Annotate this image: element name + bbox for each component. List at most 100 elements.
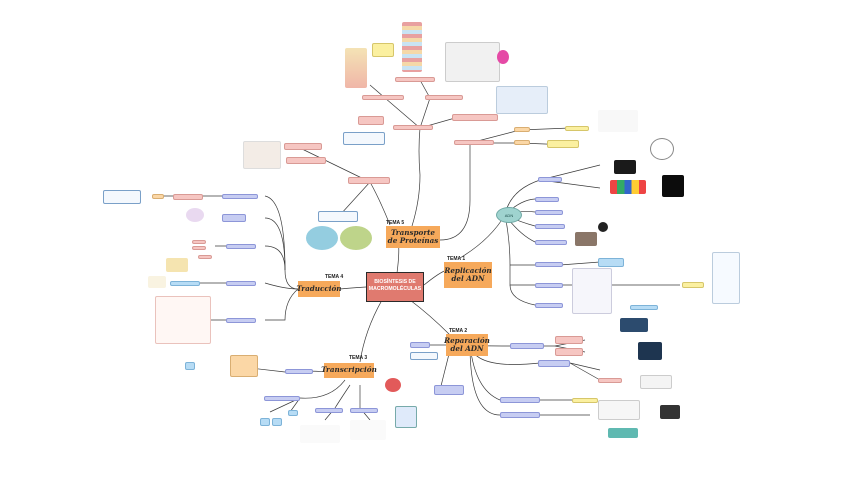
subnode[interactable] — [222, 214, 246, 222]
tema3-tag: TEMA 3 — [349, 355, 368, 361]
subnode[interactable] — [192, 240, 206, 244]
subnode[interactable] — [226, 281, 256, 286]
illustration-black-small — [660, 405, 680, 419]
subnode[interactable] — [230, 355, 258, 377]
subnode[interactable] — [555, 348, 583, 356]
illustration-er — [243, 141, 281, 169]
illustration-circle-top — [650, 138, 674, 160]
subnode[interactable] — [514, 140, 530, 145]
adn-bubble-label: ADN — [504, 212, 514, 218]
topic-traduccion[interactable]: Traducción — [296, 281, 342, 297]
subnode[interactable] — [538, 177, 562, 182]
subnode[interactable] — [572, 398, 598, 403]
subnode[interactable] — [410, 342, 430, 348]
subnode[interactable] — [260, 418, 270, 426]
subnode[interactable] — [343, 132, 385, 145]
adn-bubble[interactable]: ADN — [496, 207, 522, 223]
illustration-photo — [575, 232, 597, 246]
subnode[interactable] — [565, 126, 589, 131]
illustration-blue-card — [395, 406, 417, 428]
illustration-cell-2 — [340, 226, 372, 250]
subnode[interactable] — [535, 303, 563, 308]
subnode[interactable] — [535, 210, 563, 215]
subnode[interactable] — [395, 77, 435, 82]
illustration-dna-strand — [610, 180, 646, 194]
subnode[interactable] — [514, 127, 530, 132]
illustration-rna-pol — [385, 378, 401, 392]
subnode[interactable] — [510, 343, 544, 349]
subnode[interactable] — [285, 369, 313, 374]
subnode[interactable] — [192, 246, 206, 250]
illustration-pink-dot — [497, 50, 509, 64]
illustration-teal-bars — [608, 428, 638, 438]
subnode[interactable] — [500, 412, 540, 418]
central-topic[interactable]: BIOSÍNTESIS DE MACROMOLÉCULAS — [366, 272, 424, 302]
subnode[interactable] — [173, 194, 203, 200]
illustration-top-cluster — [598, 110, 638, 132]
subnode[interactable] — [315, 408, 343, 413]
topic-transporte-proteinas[interactable]: Transporte de Proteínas — [386, 226, 440, 248]
tema5-tag: TEMA 5 — [386, 220, 405, 226]
subnode[interactable] — [264, 396, 300, 401]
subnode[interactable] — [393, 125, 433, 130]
topic-traduccion-label: Traducción — [296, 283, 342, 293]
subnode[interactable] — [185, 362, 195, 370]
subnode[interactable] — [535, 240, 567, 245]
subnode[interactable] — [434, 385, 464, 395]
topic-transcripcion[interactable]: Transcripción — [321, 363, 377, 378]
subnode[interactable] — [425, 95, 463, 100]
topic-transcripcion-label: Transcripción — [321, 365, 377, 375]
subnode[interactable] — [103, 190, 141, 204]
subnode[interactable] — [630, 305, 658, 310]
illustration-ribosome — [186, 208, 204, 222]
subnode[interactable] — [410, 352, 438, 360]
subnode[interactable] — [454, 140, 494, 145]
illustration-trna — [166, 258, 188, 272]
subnode[interactable] — [547, 140, 579, 148]
subnode[interactable] — [198, 255, 212, 259]
subnode[interactable] — [555, 336, 583, 344]
subnode[interactable] — [348, 177, 390, 184]
illustration-golgi — [402, 22, 422, 72]
topic-replicacion-adn[interactable]: Replicación del ADN — [444, 262, 492, 288]
subnode[interactable] — [535, 224, 565, 229]
subnode[interactable] — [288, 410, 298, 416]
subnode[interactable] — [272, 418, 282, 426]
subnode[interactable] — [362, 95, 404, 100]
tema2-tag: TEMA 2 — [449, 328, 468, 334]
subnode[interactable] — [372, 43, 394, 57]
illustration-cell-1 — [306, 226, 338, 250]
subnode[interactable] — [538, 360, 570, 367]
illustration-receptor-row — [496, 86, 548, 114]
subnode[interactable] — [226, 244, 256, 249]
subnode[interactable] — [598, 378, 622, 383]
illustration-repair-scheme — [640, 375, 672, 389]
topic-reparacion-adn-label: Reparación del ADN — [444, 335, 490, 353]
illustration-scheme-right — [712, 252, 740, 304]
subnode[interactable] — [350, 408, 378, 413]
subnode[interactable] — [535, 197, 559, 202]
subnode[interactable] — [535, 262, 563, 267]
illustration-fork — [572, 268, 612, 314]
subnode[interactable] — [535, 283, 563, 288]
subnode[interactable] — [598, 258, 624, 267]
subnode[interactable] — [170, 281, 200, 286]
subnode[interactable] — [284, 143, 322, 150]
illustration-sketch-2 — [350, 420, 386, 440]
subnode[interactable] — [152, 194, 164, 199]
subnode[interactable] — [452, 114, 498, 121]
subnode[interactable] — [286, 157, 326, 164]
subnode[interactable] — [318, 211, 358, 222]
central-topic-label: BIOSÍNTESIS DE MACROMOLÉCULAS — [368, 279, 422, 292]
illustration-translation-scheme — [155, 296, 211, 344]
subnode[interactable] — [222, 194, 258, 199]
subnode[interactable] — [500, 397, 540, 403]
topic-reparacion-adn[interactable]: Reparación del ADN — [444, 334, 490, 356]
subnode[interactable] — [358, 116, 384, 125]
tema4-tag: TEMA 4 — [325, 274, 344, 280]
subnode[interactable] — [226, 318, 256, 323]
topic-transporte-proteinas-label: Transporte de Proteínas — [387, 227, 439, 245]
subnode[interactable] — [682, 282, 704, 288]
illustration-repair-scheme-2 — [598, 400, 640, 420]
illustration-black-panel-2 — [662, 175, 684, 197]
